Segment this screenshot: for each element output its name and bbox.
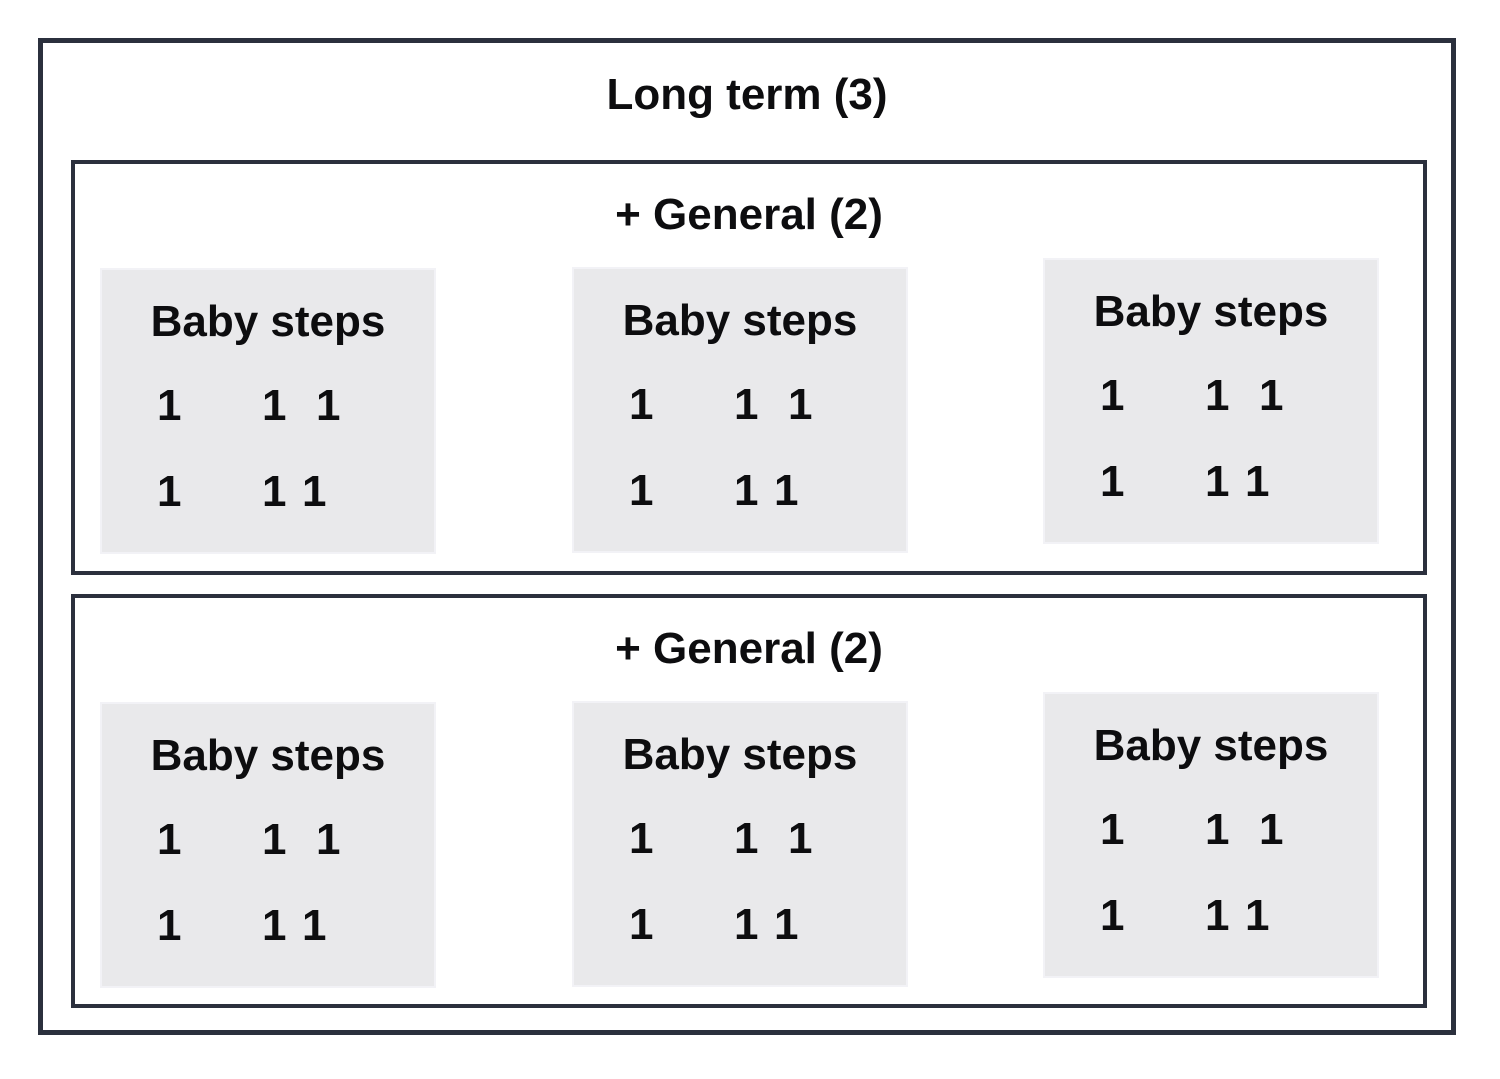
baby-steps-title: Baby steps (622, 730, 858, 779)
ones-row: 1 1 1 (102, 382, 434, 430)
count-one: 1 (302, 467, 327, 516)
count-one: 1 (1205, 891, 1230, 940)
ones-row: 1 1 1 (1045, 806, 1377, 854)
ones-row: 1 1 1 (102, 468, 434, 516)
ones-row: 1 1 1 (574, 901, 906, 949)
count-one: 1 (302, 901, 327, 950)
ones-row: 1 1 1 (574, 467, 906, 515)
baby-steps-title: Baby steps (622, 296, 858, 345)
count-one: 1 (157, 467, 182, 516)
count-one: 1 (788, 814, 813, 863)
count-one: 1 (788, 380, 813, 429)
ones-row: 1 1 1 (574, 815, 906, 863)
count-one: 1 (774, 466, 799, 515)
count-one: 1 (1245, 891, 1270, 940)
baby-steps-title: Baby steps (1093, 721, 1329, 770)
general-group-2: + General (2) Baby steps 1 1 1 1 1 1 Bab… (71, 594, 1427, 1008)
count-one: 1 (1100, 891, 1125, 940)
ones-row: 1 1 1 (1045, 892, 1377, 940)
ones-row: 1 1 1 (574, 381, 906, 429)
count-one: 1 (262, 815, 287, 864)
ones-row: 1 1 1 (1045, 458, 1377, 506)
count-one: 1 (1259, 371, 1284, 420)
count-one: 1 (734, 900, 759, 949)
ones-row: 1 1 1 (1045, 372, 1377, 420)
count-one: 1 (262, 901, 287, 950)
count-one: 1 (734, 380, 759, 429)
count-one: 1 (262, 467, 287, 516)
count-one: 1 (629, 814, 654, 863)
general-group-1-title: + General (2) (615, 190, 883, 239)
count-one: 1 (1205, 371, 1230, 420)
count-one: 1 (1100, 457, 1125, 506)
count-one: 1 (1205, 457, 1230, 506)
count-one: 1 (734, 814, 759, 863)
general-group-1: + General (2) Baby steps 1 1 1 1 1 1 Bab… (71, 160, 1427, 575)
count-one: 1 (1100, 371, 1125, 420)
count-one: 1 (157, 381, 182, 430)
count-one: 1 (316, 815, 341, 864)
baby-steps-card: Baby steps 1 1 1 1 1 1 (1043, 692, 1379, 978)
count-one: 1 (629, 900, 654, 949)
long-term-title: Long term (3) (606, 70, 888, 119)
count-one: 1 (316, 381, 341, 430)
baby-steps-card: Baby steps 1 1 1 1 1 1 (100, 702, 436, 988)
baby-steps-card: Baby steps 1 1 1 1 1 1 (100, 268, 436, 554)
count-one: 1 (1205, 805, 1230, 854)
ones-row: 1 1 1 (102, 902, 434, 950)
baby-steps-card: Baby steps 1 1 1 1 1 1 (572, 701, 908, 987)
count-one: 1 (157, 815, 182, 864)
baby-steps-title: Baby steps (150, 297, 386, 346)
baby-steps-title: Baby steps (1093, 287, 1329, 336)
count-one: 1 (262, 381, 287, 430)
ones-row: 1 1 1 (102, 816, 434, 864)
count-one: 1 (774, 900, 799, 949)
count-one: 1 (629, 466, 654, 515)
count-one: 1 (629, 380, 654, 429)
long-term-box: Long term (3) + General (2) Baby steps 1… (38, 38, 1456, 1035)
count-one: 1 (1259, 805, 1284, 854)
count-one: 1 (1245, 457, 1270, 506)
count-one: 1 (734, 466, 759, 515)
baby-steps-title: Baby steps (150, 731, 386, 780)
baby-steps-card: Baby steps 1 1 1 1 1 1 (1043, 258, 1379, 544)
count-one: 1 (157, 901, 182, 950)
general-group-2-title: + General (2) (615, 624, 883, 673)
count-one: 1 (1100, 805, 1125, 854)
baby-steps-card: Baby steps 1 1 1 1 1 1 (572, 267, 908, 553)
